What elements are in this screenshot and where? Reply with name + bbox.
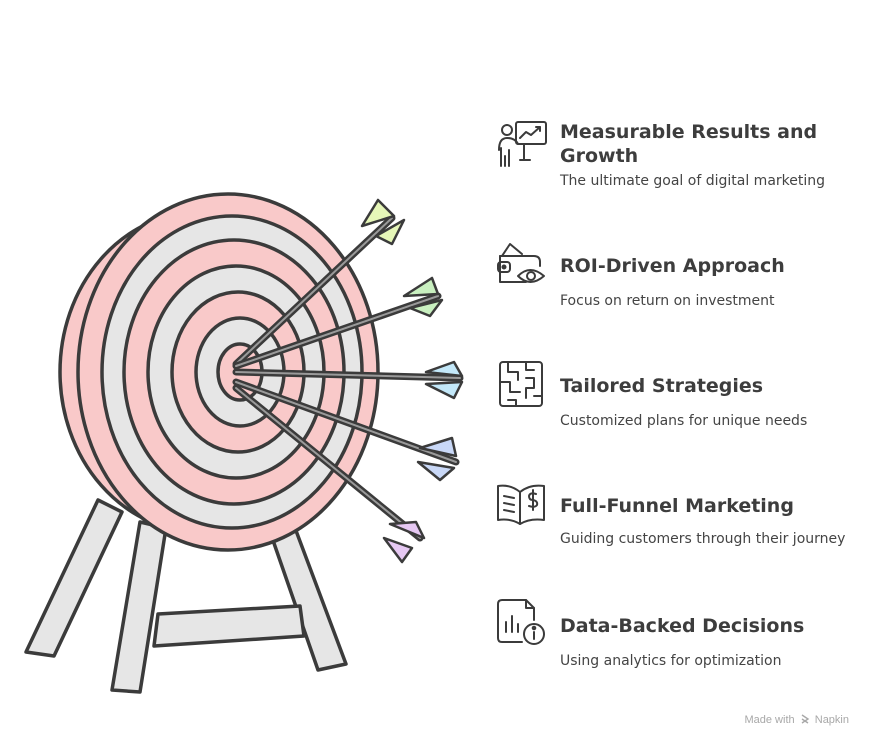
item-title: Tailored Strategies	[560, 375, 764, 397]
wallet-eye-icon	[497, 243, 545, 283]
report-info-icon	[497, 599, 545, 645]
arrow-3	[232, 360, 464, 400]
easel-leg-right	[266, 518, 348, 672]
easel-crossbar	[152, 604, 306, 648]
item-description: Guiding customers through their journey	[560, 531, 846, 547]
presentation-growth-icon	[498, 121, 547, 167]
arrow-5	[232, 384, 426, 564]
made-with-label: Made with	[744, 714, 795, 726]
made-with-napkin: Made with Napkin	[744, 714, 849, 726]
item-description: Using analytics for optimization	[560, 653, 782, 669]
arrow-4	[232, 378, 460, 482]
item-description: The ultimate goal of digital marketing	[560, 173, 826, 189]
item-title: Data-Backed Decisions	[560, 615, 805, 637]
maze-icon	[499, 361, 543, 407]
target-illustration	[24, 192, 464, 694]
napkin-logo-icon	[801, 714, 809, 724]
arrow-2	[232, 276, 444, 370]
item-description: Focus on return on investment	[560, 293, 775, 309]
brand-label: Napkin	[814, 714, 849, 726]
arrows	[232, 198, 464, 564]
book-dollar-icon	[497, 484, 545, 525]
item-title: ROI-Driven Approach	[560, 255, 785, 277]
easel-leg-left	[24, 498, 124, 658]
item-title: Measurable Results and Growth	[560, 121, 818, 167]
item-title: Full-Funnel Marketing	[560, 495, 794, 517]
arrow-1	[232, 198, 406, 368]
item-description: Customized plans for unique needs	[560, 413, 808, 429]
easel-leg-center	[110, 520, 168, 694]
